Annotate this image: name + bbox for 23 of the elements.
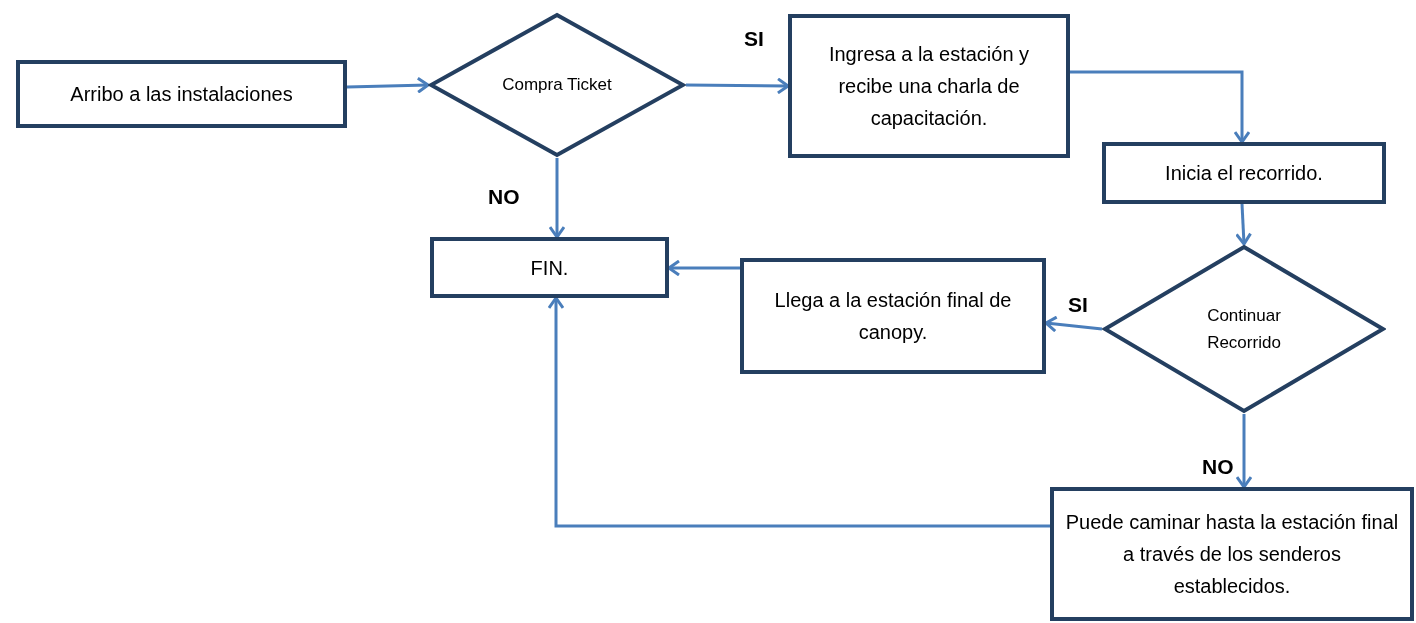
arrow: [547, 296, 1050, 528]
node-text: FIN.: [530, 255, 569, 281]
decision-diamond: [428, 12, 686, 158]
node-text: Arribo a las instalaciones: [70, 82, 293, 107]
node-text: Continuar Recorrido: [1206, 304, 1282, 354]
arrow: [686, 77, 790, 95]
arrow: [1235, 414, 1253, 489]
process-box: [1050, 487, 1414, 621]
node-text: Compra Ticket: [502, 74, 612, 97]
node-text: Inicia el recorrido.: [1165, 161, 1323, 186]
process-box: [16, 60, 347, 128]
process-box: [1102, 142, 1386, 204]
process-box: [788, 14, 1070, 158]
arrow: [1070, 70, 1251, 144]
arrow: [548, 158, 566, 239]
process-box: [430, 237, 669, 298]
decision-diamond: [1102, 244, 1386, 414]
arrow: [346, 76, 430, 94]
node-text: Ingresa a la estación y recibe una charla de capacitación.: [827, 42, 1031, 131]
node-text: Llega a la estación final de canopy.: [773, 288, 1013, 345]
node-text: Puede caminar hasta la estación final a través de los senderos establecidos.: [1064, 510, 1400, 599]
arrow: [1235, 203, 1252, 246]
process-box: [740, 258, 1046, 374]
